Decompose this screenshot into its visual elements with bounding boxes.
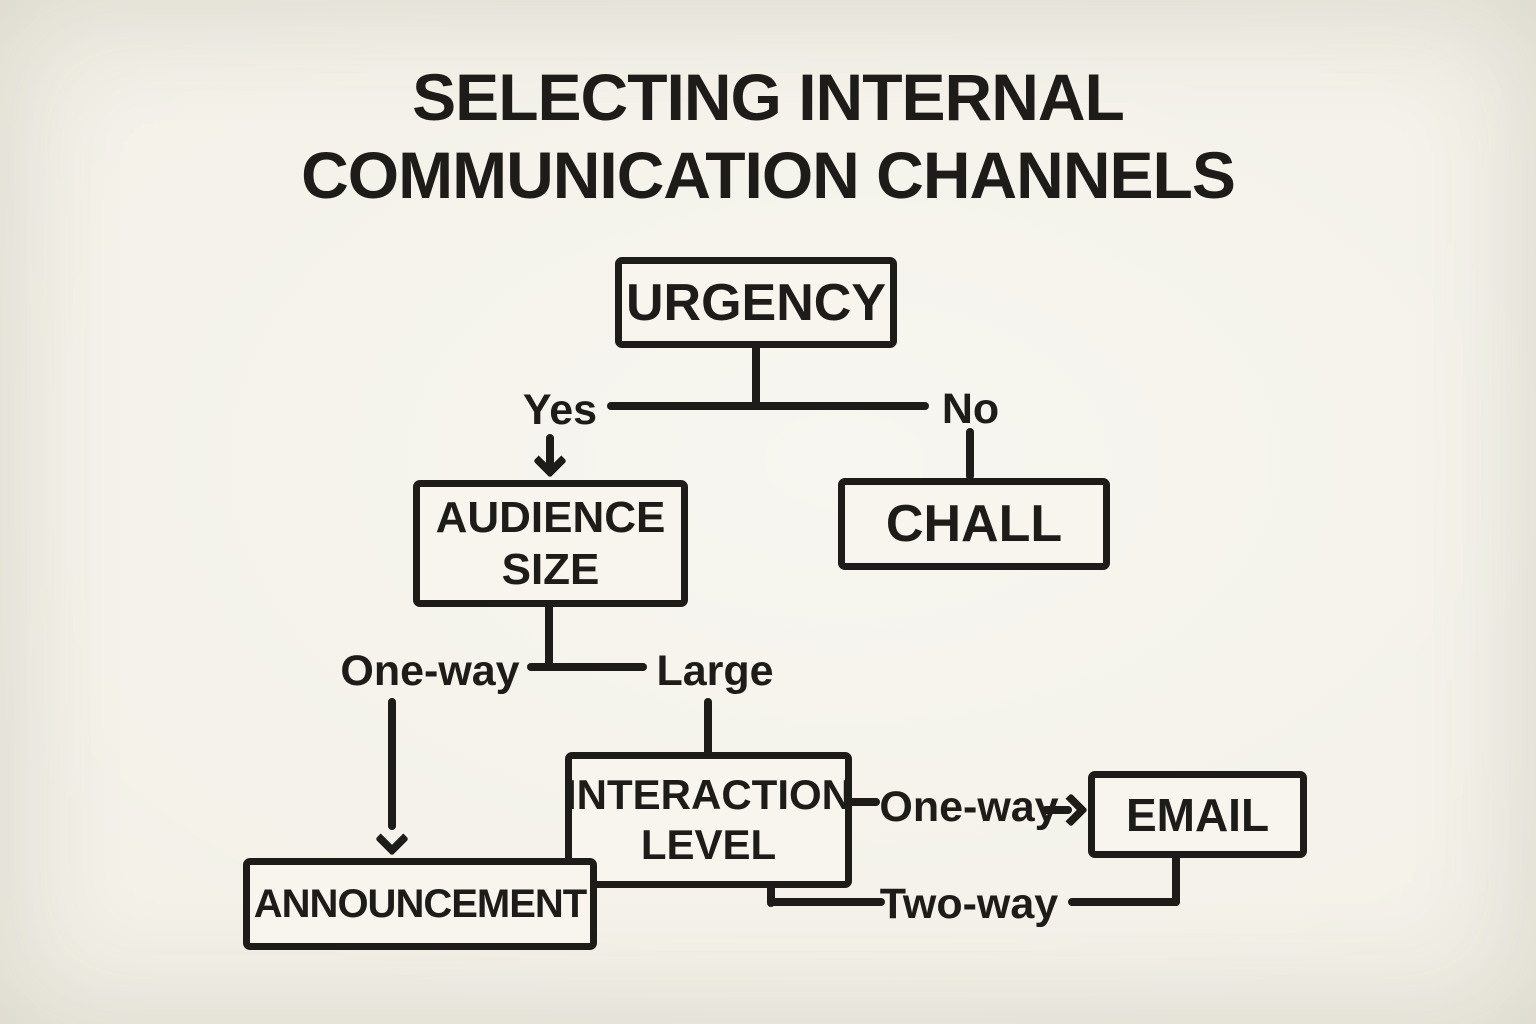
arrowhead-oneway-down-icon: [375, 822, 409, 856]
node-audience-size-line-1: AUDIENCE: [435, 492, 666, 542]
connector-twoway-step-horizontal: [767, 898, 885, 906]
edge-label-large: Large: [656, 647, 774, 695]
node-urgency-label: URGENCY: [625, 273, 887, 332]
connector-oneway-arrow-line: [388, 698, 396, 830]
node-email: EMAIL: [1088, 771, 1307, 858]
connector-interaction-right-tick: [847, 798, 880, 806]
node-interaction-level-line-2: LEVEL: [640, 821, 777, 868]
node-interaction-level-line-1: INTERACTION: [565, 771, 852, 818]
node-announcement-label: ANNOUNCEMENT: [253, 881, 587, 926]
connector-twoway-step-vertical: [767, 884, 775, 907]
edge-label-oneway-audience: One-way: [340, 647, 520, 695]
node-urgency: URGENCY: [615, 257, 897, 348]
node-audience-size-line-2: SIZE: [501, 544, 600, 594]
connector-twoway-right-segment: [1068, 898, 1180, 906]
edge-label-no: No: [941, 385, 1000, 433]
connector-urgency-stem: [752, 344, 760, 410]
connector-yes-arrow-line: [546, 434, 554, 468]
connector-no-line: [966, 428, 974, 480]
node-announcement: ANNOUNCEMENT: [243, 858, 597, 950]
edge-label-oneway-interaction: One-way: [879, 783, 1059, 831]
edge-label-twoway: Two-way: [879, 880, 1059, 928]
edge-label-yes: Yes: [522, 386, 598, 434]
connector-large-line: [704, 698, 712, 756]
connector-email-bottom-stem: [1172, 854, 1180, 906]
connector-audience-branch-bar: [527, 663, 647, 671]
title-line-1: SELECTING INTERNAL: [412, 60, 1125, 134]
page-title: SELECTING INTERNAL COMMUNICATION CHANNEL…: [0, 58, 1536, 214]
node-email-label: EMAIL: [1125, 788, 1270, 841]
node-interaction-level: INTERACTION LEVEL: [565, 752, 852, 888]
title-line-2: COMMUNICATION CHANNELS: [301, 138, 1236, 212]
arrowhead-yes-down-icon: [533, 444, 567, 478]
connector-urgency-branch-bar: [607, 402, 929, 410]
connector-oneway-email-line: [1042, 806, 1072, 814]
node-chall-label: CHALL: [885, 495, 1063, 553]
connector-audience-stem: [545, 603, 553, 669]
node-chall: CHALL: [838, 478, 1110, 570]
node-audience-size: AUDIENCE SIZE: [413, 480, 688, 607]
